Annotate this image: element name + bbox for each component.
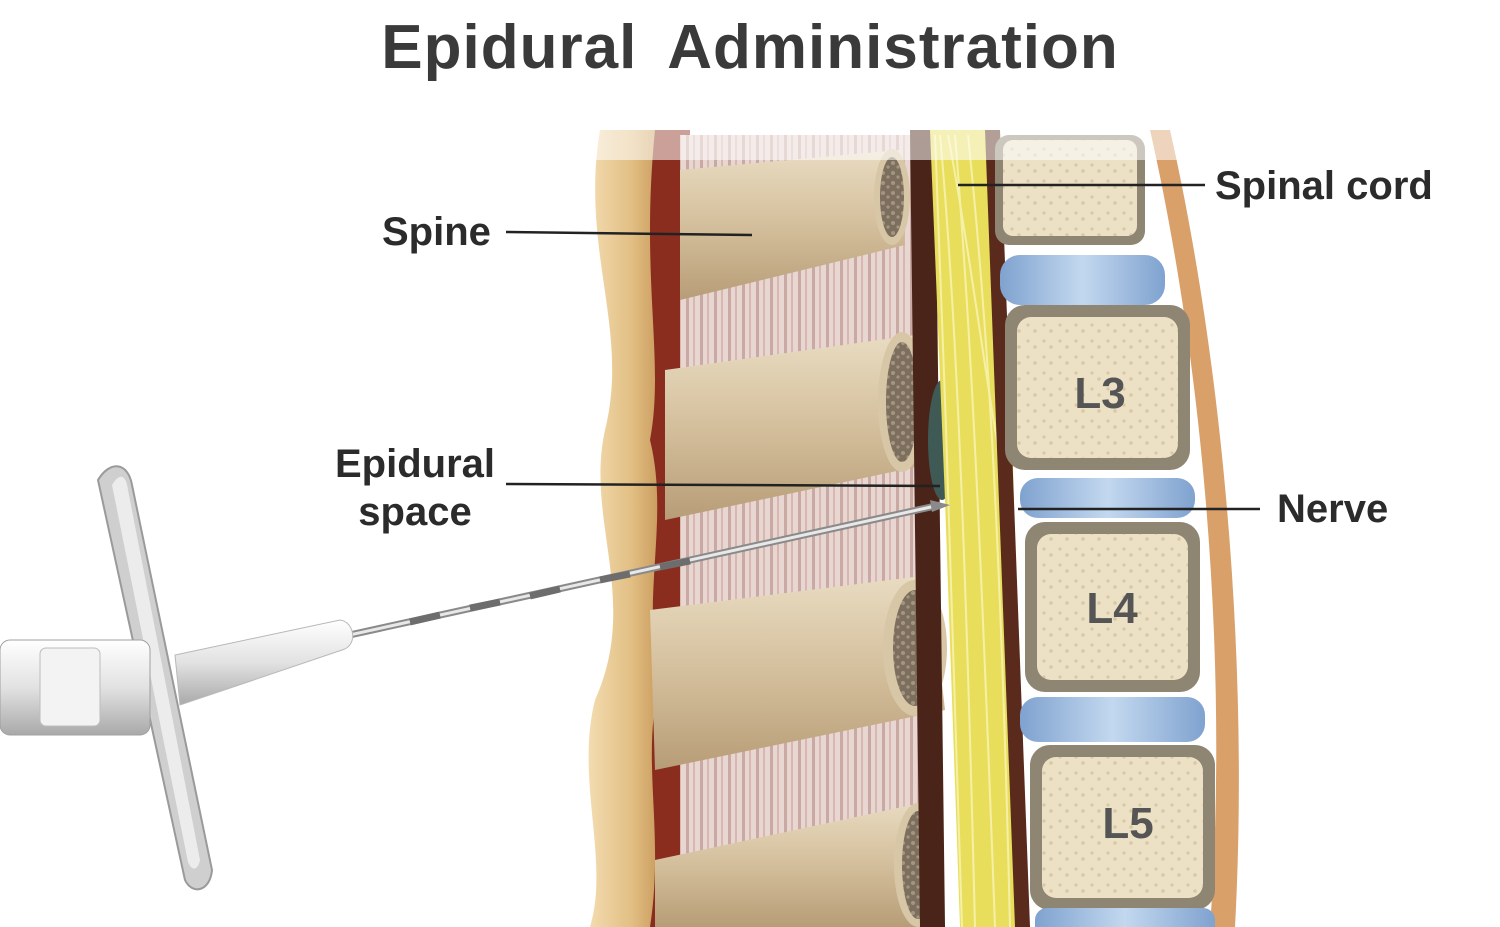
epidural-space-label-line2: space: [358, 490, 472, 534]
spine-label: Spine: [382, 210, 491, 254]
dura: [985, 130, 1030, 927]
vertebra-label-l4: L4: [1086, 584, 1138, 633]
epidural-space-leader: [505, 482, 941, 488]
vertebra-label-l3: L3: [1074, 369, 1125, 418]
nerve-label: Nerve: [1277, 487, 1389, 531]
spine-leader: [505, 230, 753, 237]
vertebral-bodies: [995, 135, 1215, 927]
skin-layer: [588, 130, 660, 927]
epidural-needle: [0, 465, 950, 891]
leader-lines: [505, 183, 1260, 511]
nerve-fibers: [934, 134, 1013, 927]
anterior-skin: [1150, 130, 1239, 927]
spinal-cord-label: Spinal cord: [1215, 164, 1433, 208]
vertebra-label-l5: L5: [1102, 799, 1153, 848]
epidural-space-band: [910, 130, 945, 927]
epidural-space-label: Epidural space: [335, 440, 495, 536]
diagram-title: Epidural Administration: [381, 13, 1119, 82]
top-fade: [580, 120, 1220, 160]
epidural-space-label-line1: Epidural: [335, 442, 496, 486]
